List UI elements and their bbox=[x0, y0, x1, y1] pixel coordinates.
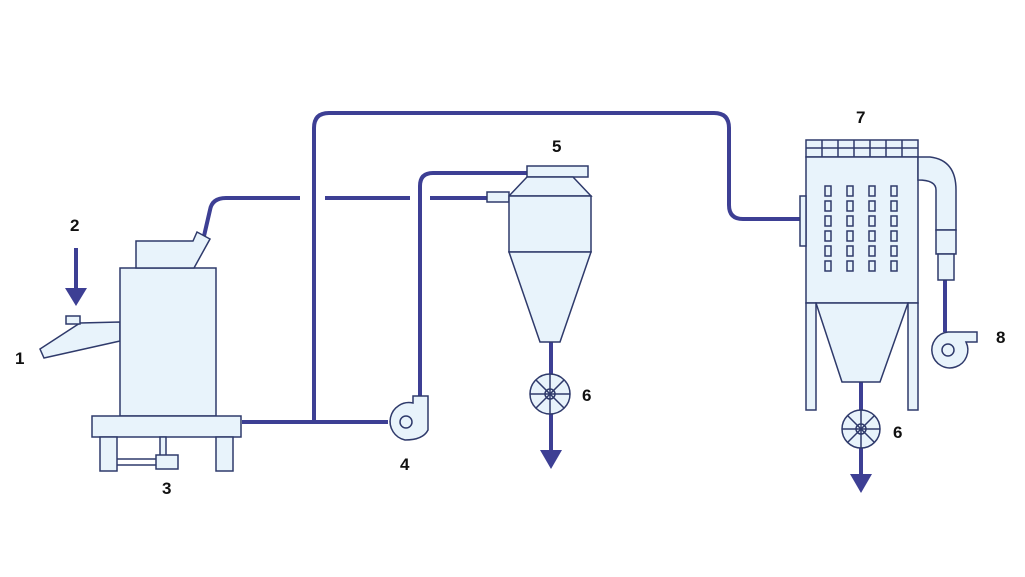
cyclone-barrel bbox=[508, 195, 592, 253]
filter-bag-slot bbox=[846, 185, 854, 197]
filter-outlet-spool bbox=[937, 253, 955, 281]
filter-bag-slot bbox=[868, 185, 876, 197]
filter-bag-slot bbox=[824, 260, 832, 272]
rotary-valve-filter bbox=[841, 409, 881, 449]
filter-bag-slot bbox=[846, 215, 854, 227]
filter-bag-slot bbox=[846, 245, 854, 257]
exhaust-fan bbox=[931, 331, 978, 369]
mill-classifier-head bbox=[135, 230, 212, 269]
filter-bag-slot bbox=[824, 245, 832, 257]
filter-inlet-flange bbox=[799, 195, 807, 247]
feeder-chute bbox=[39, 321, 121, 359]
fan bbox=[389, 395, 429, 441]
rotary-valve-vane bbox=[535, 379, 565, 409]
label-fan: 4 bbox=[400, 455, 410, 474]
label-exhaust-fan: 8 bbox=[996, 328, 1005, 347]
filter-bag-slot bbox=[868, 260, 876, 272]
filter-bag-slot bbox=[890, 215, 898, 227]
mill-leg-left bbox=[99, 436, 118, 472]
item-labels: 1 2 3 4 5 6 7 6 8 bbox=[15, 108, 1005, 498]
feeder-hopper bbox=[65, 315, 81, 325]
mill-drive-motor bbox=[155, 454, 179, 470]
filter-bag-slot bbox=[868, 215, 876, 227]
filter-leg-left bbox=[805, 302, 817, 411]
filter-bag-slot bbox=[890, 230, 898, 242]
filter-bags bbox=[824, 185, 898, 272]
exhaust-fan-hub bbox=[941, 343, 955, 357]
filter-manifold-dividers bbox=[806, 140, 918, 157]
label-cyclone: 5 bbox=[552, 137, 561, 156]
grinding-mill bbox=[39, 230, 242, 472]
filter-bag-slot bbox=[890, 245, 898, 257]
filter-bag-slot bbox=[890, 200, 898, 212]
filter-bag-slot bbox=[868, 230, 876, 242]
label-feeder: 1 bbox=[15, 349, 24, 368]
cyclone-cone bbox=[507, 251, 593, 343]
inlet-arrow-icon bbox=[65, 288, 87, 306]
pipe-return-to-bag-filter bbox=[312, 111, 800, 422]
mill-leg-right bbox=[215, 436, 234, 472]
mill-base-frame bbox=[91, 415, 242, 438]
label-rotary-valve-filter: 6 bbox=[893, 423, 902, 442]
cyclone-discharge-arrow-icon bbox=[540, 450, 562, 469]
rotary-valve-cyclone bbox=[529, 373, 571, 415]
filter-bag-slot bbox=[824, 185, 832, 197]
filter-bag-slot bbox=[846, 200, 854, 212]
label-rotary-valve-cyclone: 6 bbox=[582, 386, 591, 405]
filter-bag-slot bbox=[890, 260, 898, 272]
filter-bag-slot bbox=[890, 185, 898, 197]
filter-outlet-flange bbox=[935, 229, 957, 255]
mill-drive-shaft bbox=[159, 436, 167, 458]
cyclone-vortex-finder bbox=[526, 165, 589, 178]
pipe-mill-to-cyclone bbox=[202, 196, 300, 237]
fan-hub bbox=[399, 415, 413, 429]
filter-bag-slot bbox=[846, 230, 854, 242]
pipes bbox=[202, 111, 947, 476]
filter-outlet-duct bbox=[917, 156, 957, 231]
filter-discharge-arrow-icon bbox=[850, 474, 872, 493]
cyclone-roof bbox=[507, 176, 593, 197]
rotary-valve-vane bbox=[847, 415, 875, 443]
filter-bag-slot bbox=[846, 260, 854, 272]
fan-casing bbox=[389, 395, 429, 441]
filter-bag-slot bbox=[868, 200, 876, 212]
bag-filter bbox=[799, 139, 957, 411]
pipe-fan-to-cyclone-top bbox=[418, 171, 528, 398]
filter-hopper bbox=[814, 302, 910, 383]
label-mill-drive: 3 bbox=[162, 479, 171, 498]
filter-bag-slot bbox=[868, 245, 876, 257]
cyclone-inlet-nozzle bbox=[486, 191, 510, 203]
filter-bag-slot bbox=[824, 200, 832, 212]
cyclone-separator bbox=[486, 165, 593, 343]
label-material-inlet: 2 bbox=[70, 216, 79, 235]
flow-arrows bbox=[65, 248, 872, 493]
filter-bag-slot bbox=[824, 215, 832, 227]
filter-leg-right bbox=[907, 302, 919, 411]
filter-housing bbox=[805, 156, 919, 304]
label-bag-filter: 7 bbox=[856, 108, 865, 127]
filter-bag-slot bbox=[824, 230, 832, 242]
mill-body bbox=[119, 267, 217, 417]
